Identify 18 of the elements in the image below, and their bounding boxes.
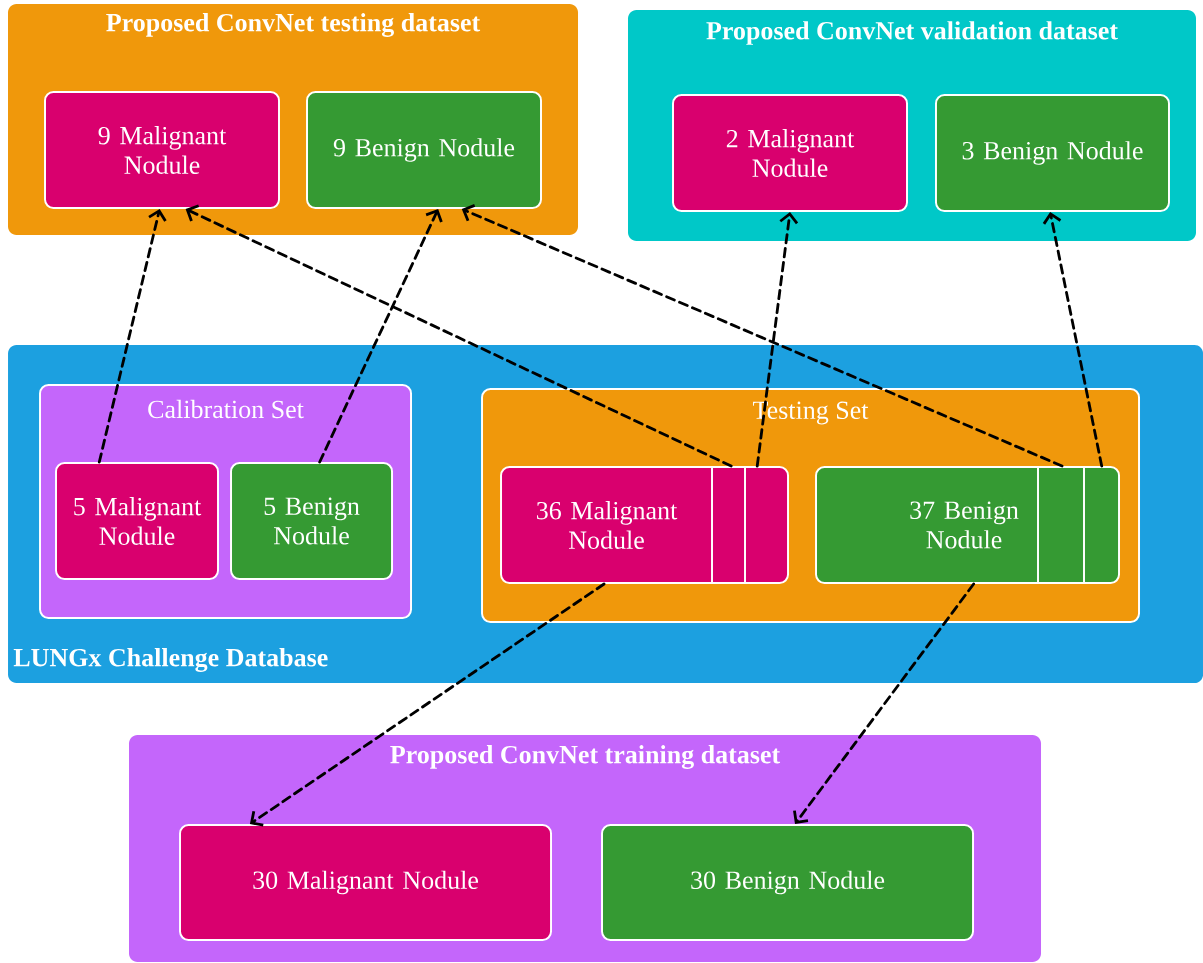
arrow	[1042, 212, 1104, 468]
arrow	[97, 208, 167, 464]
nodule-box: 5 Malignant Nodule	[55, 462, 219, 580]
arrow	[185, 204, 733, 468]
nodule-box: 30 Benign Nodule	[601, 824, 974, 941]
arrow	[461, 204, 1064, 468]
nodule-box: 5 Benign Nodule	[230, 462, 393, 580]
arrow	[318, 209, 443, 464]
nodule-box: 36 Malignant Nodule	[500, 466, 789, 584]
nodule-box: 37 Benign Nodule	[815, 466, 1120, 584]
arrow	[793, 582, 976, 824]
nodule-box: 30 Malignant Nodule	[179, 824, 552, 941]
nodule-box: 9 Malignant Nodule	[44, 91, 280, 209]
nodule-box: 3 Benign Nodule	[935, 94, 1170, 212]
nodule-box: 2 Malignant Nodule	[672, 94, 908, 212]
arrow	[249, 582, 606, 827]
nodule-box: 9 Benign Nodule	[306, 91, 542, 209]
arrow	[755, 211, 799, 468]
